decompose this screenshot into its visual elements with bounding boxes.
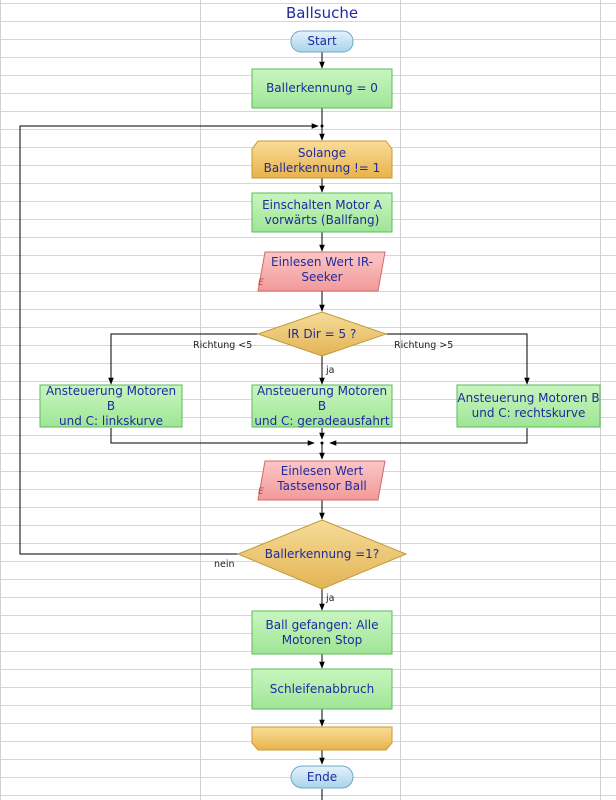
end-terminal-shape <box>290 765 354 789</box>
edge-label-yes-ball: ja <box>326 593 335 604</box>
motor-a-node[interactable]: Einschalten Motor A vorwärts (Ballfang) <box>262 197 382 227</box>
decision-ir-node[interactable]: IR Dir = 5 ? <box>287 326 357 341</box>
caught-node[interactable]: Ball gefangen: Alle Motoren Stop <box>265 617 379 647</box>
right-turn-box-shape <box>456 384 601 428</box>
read-ir-node[interactable]: Einlesen Wert IR- Seeker <box>270 255 373 284</box>
init-node[interactable]: Ballerkennung = 0 <box>266 81 378 95</box>
start-terminal-shape <box>290 30 354 53</box>
start-node[interactable]: Start <box>307 34 337 48</box>
edge-label-right: Richtung >5 <box>394 340 454 351</box>
loop-head-node[interactable]: Solange Ballerkennung != 1 <box>263 145 381 175</box>
loop-head-shape <box>251 140 393 179</box>
junction-dots <box>320 124 324 445</box>
read-ir-io-marker: E <box>258 278 264 288</box>
read-touch-io-marker: E <box>258 487 264 497</box>
read-ir-shape <box>257 251 386 292</box>
read-touch-node[interactable]: Einlesen Wert Tastsensor Ball <box>277 464 367 493</box>
edge-left-merge <box>110 428 315 446</box>
edge-right-merge <box>329 428 528 446</box>
diagram-title: Ballsuche <box>285 4 359 22</box>
decision-ir-shape <box>256 311 388 357</box>
init-box-shape <box>251 68 393 109</box>
decision-ball-node[interactable]: Ballerkennung =1? <box>264 546 380 561</box>
straight-box-shape <box>251 384 393 428</box>
caught-box-shape <box>251 610 393 655</box>
decision-ball-shape <box>236 519 408 590</box>
edge-label-left: Richtung <5 <box>193 340 253 351</box>
edge-decision-right <box>386 333 530 385</box>
loop-end-shape <box>251 726 393 751</box>
left-turn-box-shape <box>39 384 183 428</box>
edge-loop-back <box>19 123 319 555</box>
loop-break-node[interactable]: Schleifenabbruch <box>269 681 375 696</box>
edge-decision-left <box>108 333 258 385</box>
connectors <box>19 52 530 800</box>
end-node[interactable]: Ende <box>306 769 338 784</box>
right-turn-node[interactable]: Ansteuerung Motoren B und C: rechtskurve <box>457 391 600 420</box>
edge-label-yes-ir: ja <box>326 365 335 376</box>
motor-a-box-shape <box>251 192 393 233</box>
break-box-shape <box>251 668 393 710</box>
edge-label-no-ball: nein <box>214 559 235 570</box>
read-touch-shape <box>257 460 386 501</box>
straight-node[interactable]: Ansteuerung Motoren B und C: geradeausfa… <box>254 383 390 428</box>
left-turn-node[interactable]: Ansteuerung Motoren B und C: linkskurve <box>45 383 177 428</box>
